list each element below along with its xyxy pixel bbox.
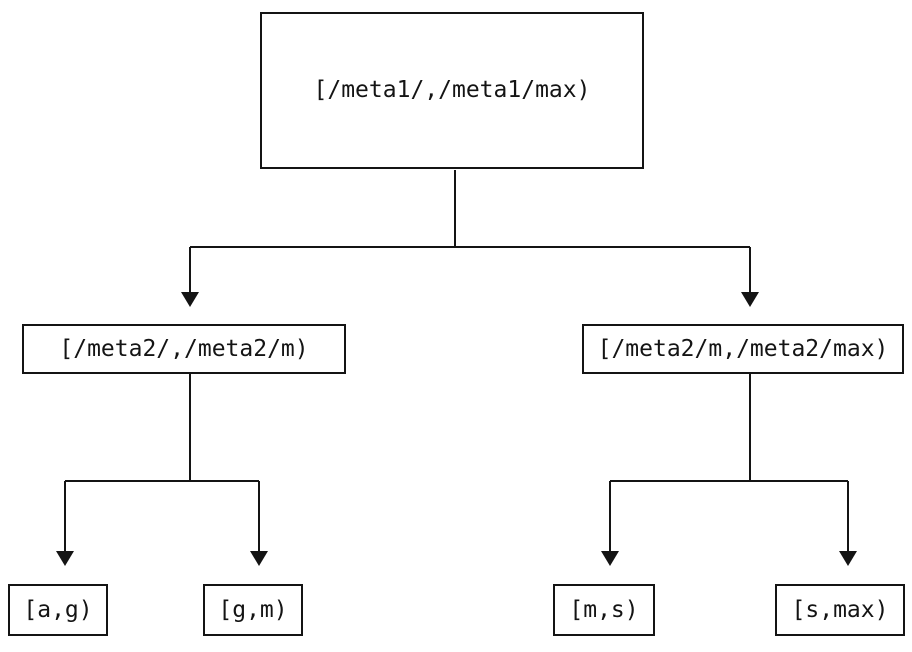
arrowhead-root-right xyxy=(741,292,759,307)
node-meta2-right: [/meta2/m,/meta2/max) xyxy=(582,324,904,374)
node-leaf-smax-label: [s,max) xyxy=(791,596,889,623)
node-meta2-left-label: [/meta2/,/meta2/m) xyxy=(59,335,309,362)
node-meta2-right-label: [/meta2/m,/meta2/max) xyxy=(597,335,889,362)
node-leaf-ag-label: [a,g) xyxy=(23,596,93,623)
node-root: [/meta1/,/meta1/max) xyxy=(260,12,644,169)
arrowhead-root-left xyxy=(181,292,199,307)
node-leaf-smax: [s,max) xyxy=(775,584,905,636)
arrowhead-left-gm xyxy=(250,551,268,566)
node-leaf-ag: [a,g) xyxy=(8,584,108,636)
node-leaf-gm: [g,m) xyxy=(203,584,303,636)
node-meta2-left: [/meta2/,/meta2/m) xyxy=(22,324,346,374)
arrowhead-left-ag xyxy=(56,551,74,566)
arrowhead-right-smax xyxy=(839,551,857,566)
arrowhead-right-ms xyxy=(601,551,619,566)
node-leaf-gm-label: [g,m) xyxy=(218,596,288,623)
node-leaf-ms-label: [m,s) xyxy=(569,596,639,623)
node-root-label: [/meta1/,/meta1/max) xyxy=(313,77,591,103)
node-leaf-ms: [m,s) xyxy=(553,584,655,636)
